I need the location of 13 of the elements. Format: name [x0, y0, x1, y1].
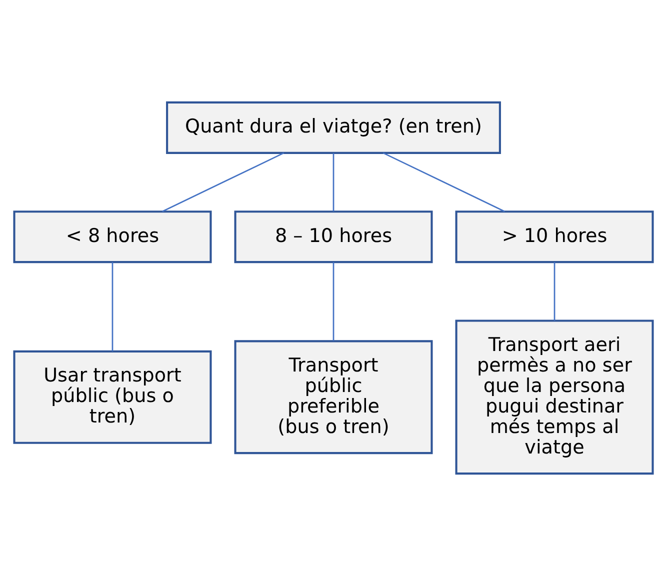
node-box: 8 – 10 hores	[234, 210, 433, 263]
connector	[554, 262, 556, 320]
node-box: Quant dura el viatge? (en tren)	[166, 100, 501, 154]
connector	[332, 152, 334, 211]
connector	[382, 152, 505, 212]
node-box: > 10 hores	[455, 210, 654, 263]
connector	[162, 152, 284, 212]
connector	[332, 262, 334, 340]
node-box: < 8 hores	[13, 210, 212, 263]
node-box: Transport públic preferible (bus o tren)	[234, 340, 433, 454]
connector	[112, 262, 114, 351]
node-box: Usar transport públic (bus o tren)	[13, 350, 212, 444]
node-box: Transport aeri permès a no ser que la persona pugui destinar més temps al viatge	[455, 319, 654, 474]
